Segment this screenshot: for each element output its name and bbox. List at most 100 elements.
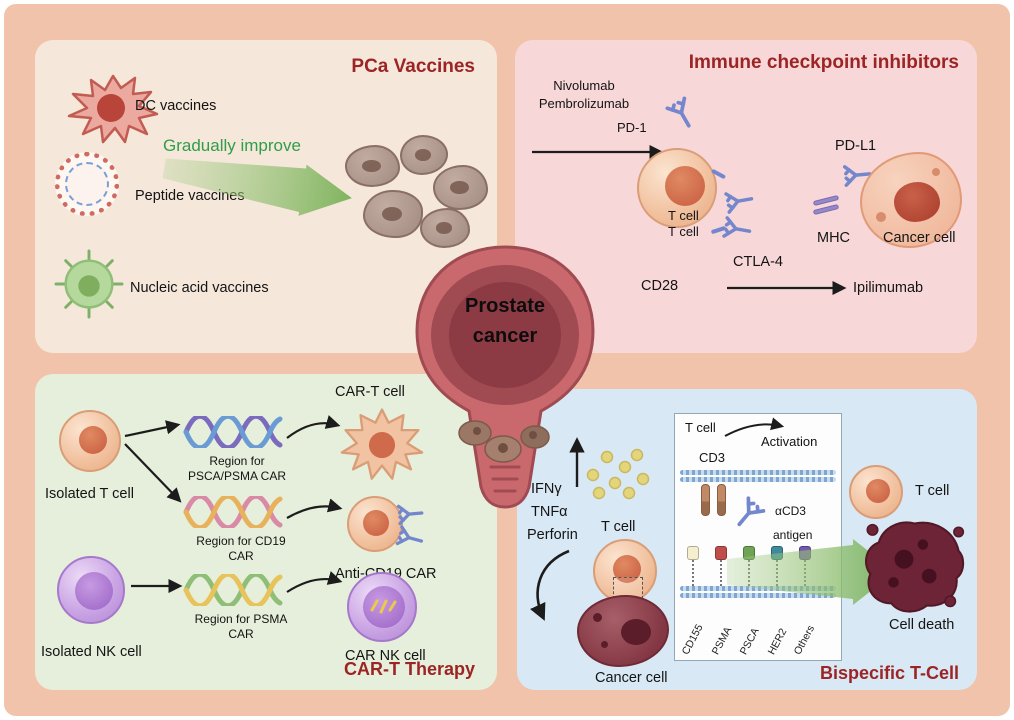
label-ifng: IFNγ [531, 481, 562, 497]
anti-cd19-car-cell [347, 496, 403, 552]
region3-line2: CAR [228, 627, 254, 641]
label-region-psma: Region for PSMA CAR [181, 612, 301, 642]
label-antigen-psma: PSMA [709, 624, 735, 657]
panel-bispecific: IFNγ TNFα Perforin T cell Cancer cell [517, 389, 977, 690]
dendritic-cell-icon [67, 74, 159, 144]
panel-cart-therapy: CAR-T cell Isolated T cell Region for PS… [35, 374, 497, 690]
label-mhc: MHC [817, 230, 851, 246]
release-curved-arrow [530, 549, 570, 621]
antibody-icon [722, 216, 753, 243]
antigen-cap-cd155 [687, 546, 699, 560]
tcell-left-nucleus [613, 555, 641, 583]
tcell-left-icon [593, 539, 657, 603]
cancer-membrane [680, 593, 836, 598]
cd3-receptor [701, 484, 710, 516]
anti-cd19-nucleus [363, 510, 389, 536]
label-antigen-her2: HER2 [765, 626, 790, 657]
cancer-dark-spot [601, 641, 608, 648]
label-acd3: αCD3 [775, 504, 806, 518]
panel-checkpoint-inhibitors: Immune checkpoint inhibitors Nivolumab P… [515, 40, 977, 353]
arrow-to-ipilimumab [727, 280, 847, 296]
arrow-t-to-helix1 [124, 420, 181, 438]
label-ipilimumab: Ipilimumab [853, 280, 924, 296]
label-pdl1: PD-L1 [835, 138, 877, 154]
nk-cell-inner [75, 572, 113, 610]
tcell-right-nucleus [866, 479, 890, 503]
cancer-cell-nucleus [894, 182, 940, 222]
arrow-helix2-to-anticd19 [286, 498, 343, 519]
cytokine-dots [586, 448, 650, 500]
label-region-cd19: Region for CD19 CAR [181, 534, 301, 564]
prostate-shape [415, 245, 595, 509]
region1-line2: PSCA/PSMA CAR [187, 469, 287, 483]
cancer-cell-spot [876, 212, 886, 222]
arrow-t-to-helix2 [124, 443, 182, 503]
center-title-line1: Prostate [464, 295, 546, 317]
cancer-dark-nucleus [621, 619, 651, 645]
cancer-membrane [680, 586, 836, 591]
cd3-receptor [717, 484, 726, 516]
tumor-blob [400, 135, 448, 175]
region2-line2: CAR [228, 549, 254, 563]
label-antigen-others: Others [791, 623, 818, 657]
arrow-helix3-to-carnk [286, 571, 343, 593]
tcell-membrane [680, 470, 836, 475]
label-nucleic-acid-vaccines: Nucleic acid vaccines [130, 280, 269, 296]
cell-death-icon [864, 521, 965, 613]
bispecific-antibody-icon [729, 496, 766, 533]
label-cd28: CD28 [641, 278, 679, 294]
label-cell-death: Cell death [889, 617, 955, 633]
panel-title-vaccines: PCa Vaccines [351, 56, 475, 77]
label-antigen: antigen [773, 528, 813, 542]
synapse-box: T cell Activation CD3 αCD3 antigen [674, 413, 842, 661]
label-nivolumab: Nivolumab [553, 78, 615, 93]
improve-arrow [162, 158, 352, 216]
tcell-membrane [680, 477, 836, 482]
label-antigen-psca: PSCA [737, 625, 762, 657]
label-ctla4: CTLA-4 [733, 254, 783, 270]
cancer-cell-spot [932, 168, 940, 176]
label-region-psca-psma: Region for PSCA/PSMA CAR [175, 454, 299, 484]
label-tcell-right: T cell [915, 483, 950, 499]
isolated-tcell-nucleus [79, 426, 107, 454]
prostate-illustration: Prostate cancer [405, 235, 605, 525]
nucleic-acid-vaccine-icon [54, 249, 124, 319]
peptide-vaccine-icon [55, 152, 119, 216]
arrow-nk-to-helix3 [131, 578, 183, 594]
label-dc-vaccines: DC vaccines [135, 98, 217, 114]
label-cart-cell: CAR-T cell [335, 384, 405, 400]
label-pembrolizumab: Pembrolizumab [538, 96, 630, 111]
arrow-to-tcell [532, 144, 664, 160]
label-tcell-b: T cell [668, 224, 699, 239]
pd1-antibody-icon [665, 96, 700, 133]
tcell-nucleus [665, 166, 705, 206]
label-activation: Activation [761, 434, 818, 449]
cancer-dark-spot [593, 613, 602, 622]
label-antigen-cd155: CD155 [679, 622, 706, 657]
mhc-icon [812, 203, 840, 216]
tumor-blob [433, 165, 488, 210]
panel-title-checkpoint: Immune checkpoint inhibitors [688, 52, 959, 73]
peptide-vaccine-inner [65, 162, 109, 206]
dna-helix-psca-psma [186, 416, 280, 448]
region3-line1: Region for PSMA [194, 612, 288, 626]
label-pd1: PD-1 [617, 120, 647, 135]
kill-arrow [727, 539, 895, 605]
antigen-cap-psma [715, 546, 727, 560]
tumor-blob [363, 190, 423, 238]
antigen-stick [720, 560, 722, 586]
label-peptide-vaccines: Peptide vaccines [135, 188, 245, 204]
arrow-helix1-to-cart [286, 415, 341, 439]
label-car-nk-cell: CAR NK cell [345, 648, 426, 664]
region2-line1: Region for CD19 [196, 534, 286, 548]
region1-line1: Region for [209, 454, 265, 468]
label-isolated-tcell: Isolated T cell [45, 486, 134, 502]
label-tcell-left: T cell [601, 519, 636, 535]
car-nk-cell-icon [347, 572, 417, 642]
panel-title-bispecific: Bispecific T-Cell [819, 663, 959, 683]
tcell-checkpoint [637, 148, 717, 228]
dna-helix-psma [186, 574, 280, 606]
antibody-icon [395, 525, 426, 552]
cancer-cell-bispecific [577, 595, 669, 667]
